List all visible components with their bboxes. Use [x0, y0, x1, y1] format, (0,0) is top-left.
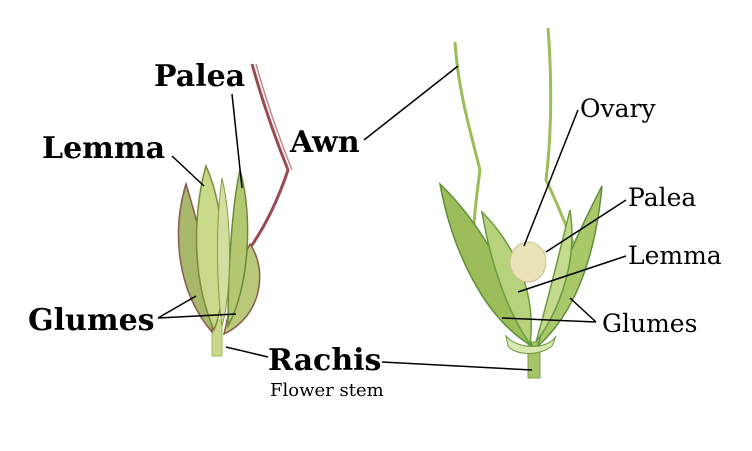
label-rachis: Rachis	[268, 343, 381, 378]
label-awn: Awn	[289, 125, 360, 160]
right-ovary	[509, 241, 547, 283]
label-right-palea: Palea	[628, 183, 696, 212]
leader-lines	[157, 65, 627, 371]
label-left-lemma: Lemma	[42, 131, 165, 166]
left-awn	[248, 63, 290, 249]
label-right-lemma: Lemma	[628, 241, 722, 270]
label-left-palea: Palea	[154, 59, 245, 94]
left-palea	[227, 169, 249, 329]
label-right-ovary: Ovary	[580, 94, 656, 123]
right-spikelet-illustration	[438, 27, 603, 379]
label-rachis-sub: Flower stem	[270, 380, 384, 401]
right-palea	[535, 209, 573, 343]
left-spikelet-illustration	[177, 63, 293, 357]
label-right-glumes: Glumes	[602, 309, 697, 338]
right-awn-right	[544, 27, 582, 261]
right-lemma	[480, 209, 532, 346]
label-left-glumes: Glumes	[28, 303, 155, 338]
